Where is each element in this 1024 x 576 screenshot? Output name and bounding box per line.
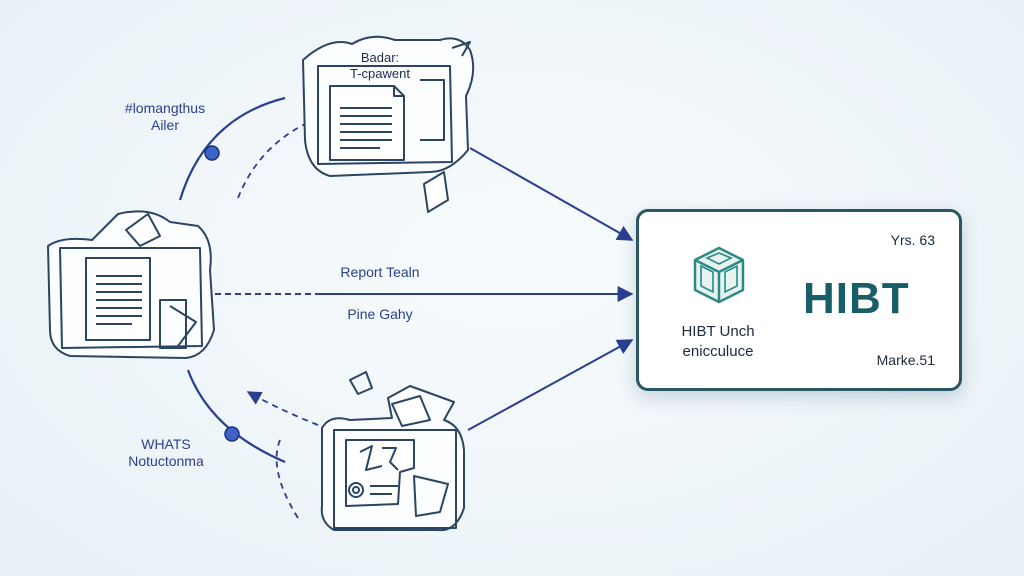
top-document-line-1: Badar:: [360, 50, 400, 65]
lower-dashed-arrow: [246, 391, 319, 426]
lower-left-label: WHATS Notuctonma: [106, 436, 226, 470]
top-to-card-arrow: [469, 147, 634, 241]
lower-arc-node: [224, 426, 240, 442]
card-corner-top: Yrs. 63: [890, 232, 935, 248]
cube-icon: [693, 246, 745, 304]
top-document-text: Badar: T-cpawent: [330, 50, 430, 82]
upper-dashed-arc: [237, 123, 306, 199]
card-caption-line-2: enicculuce: [682, 343, 754, 360]
top-document-icon: [302, 35, 475, 213]
upper-left-label-line-1: #lomangthus: [124, 100, 206, 116]
lower-left-label-line-1: WHATS: [141, 436, 191, 452]
upper-arc: [178, 96, 286, 201]
left-document-icon: [47, 210, 215, 359]
lower-left-label-line-2: Notuctonma: [128, 453, 204, 469]
center-label-above: Report Tealn: [340, 264, 420, 280]
top-document-line-2: T-cpawent: [350, 66, 410, 81]
card-caption-line-1: HIBT Unch: [681, 323, 755, 340]
bottom-document-icon: [320, 371, 465, 532]
upper-left-label: #lomangthus Ailer: [110, 100, 220, 134]
upper-arc-node: [204, 145, 220, 161]
result-card: Yrs. 63 HIBT HIBT Unch enicculuce Marke.…: [636, 209, 962, 391]
card-corner-bottom: Marke.51: [876, 352, 935, 368]
bottom-to-card-arrow: [467, 339, 634, 431]
lower-dashed-arc: [275, 439, 299, 519]
card-brand: HIBT: [803, 274, 910, 323]
card-caption: HIBT Unch enicculuce: [663, 322, 773, 362]
upper-left-label-line-2: Ailer: [150, 117, 179, 133]
center-label-below: Pine Gahy: [347, 306, 413, 322]
lower-arc: [186, 369, 286, 464]
